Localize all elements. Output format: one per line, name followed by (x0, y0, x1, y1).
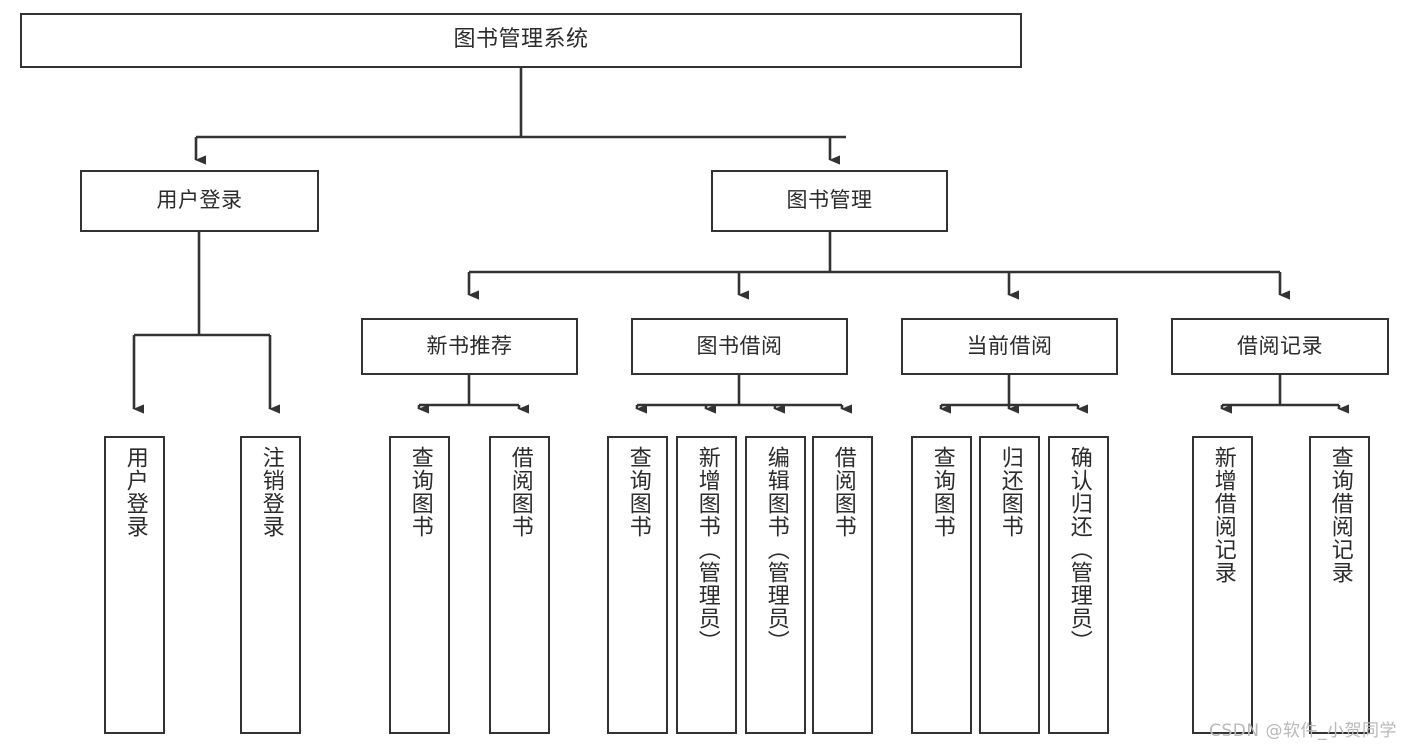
node-label: 查询借阅记录 (1327, 446, 1353, 584)
leaf-add-borrow-record[interactable]: 新增借阅记录 (1192, 436, 1253, 734)
leaf-confirm-return-admin[interactable]: 确认归还（管理员） (1048, 436, 1109, 734)
node-label: 借阅图书 (507, 446, 533, 538)
node-label: 图书管理系统 (453, 27, 589, 53)
node-current-borrow[interactable]: 当前借阅 (901, 318, 1118, 375)
node-label: 查询图书 (407, 446, 433, 538)
leaf-add-book-admin[interactable]: 新增图书（管理员） (676, 436, 737, 734)
node-borrow-record[interactable]: 借阅记录 (1171, 318, 1389, 375)
node-book-manage[interactable]: 图书管理 (711, 170, 948, 232)
node-label: 图书管理 (786, 188, 873, 213)
csdn-watermark: CSDN @软件_小贺同学 (1209, 721, 1397, 741)
node-new-book-recommend[interactable]: 新书推荐 (361, 318, 578, 375)
node-label: 注销登录 (258, 446, 284, 538)
node-label: 当前借阅 (966, 333, 1053, 358)
node-label: 新增借阅记录 (1210, 446, 1236, 584)
leaf-borrow-book[interactable]: 借阅图书 (812, 436, 873, 734)
leaf-logout[interactable]: 注销登录 (240, 436, 301, 734)
node-label: 查询图书 (929, 446, 955, 538)
node-label: 确认归还（管理员） (1066, 446, 1092, 653)
node-root-system[interactable]: 图书管理系统 (20, 13, 1022, 68)
leaf-user-login[interactable]: 用户登录 (104, 436, 165, 734)
leaf-edit-book-admin[interactable]: 编辑图书（管理员） (745, 436, 806, 734)
node-label: 借阅记录 (1237, 333, 1323, 358)
leaf-query-book-current[interactable]: 查询图书 (911, 436, 972, 734)
node-label: 编辑图书（管理员） (763, 446, 789, 653)
node-label: 用户登录 (122, 446, 148, 538)
leaf-query-borrow-record[interactable]: 查询借阅记录 (1309, 436, 1370, 734)
node-label: 新书推荐 (426, 333, 513, 358)
node-label: 查询图书 (625, 446, 651, 538)
node-user-login[interactable]: 用户登录 (80, 170, 319, 232)
leaf-query-book-recommend[interactable]: 查询图书 (389, 436, 450, 734)
node-label: 归还图书 (997, 446, 1023, 538)
leaf-return-book[interactable]: 归还图书 (979, 436, 1040, 734)
node-book-borrow[interactable]: 图书借阅 (631, 318, 848, 375)
node-label: 借阅图书 (830, 446, 856, 538)
leaf-borrow-book-recommend[interactable]: 借阅图书 (489, 436, 550, 734)
node-label: 用户登录 (156, 188, 243, 213)
node-label: 图书借阅 (696, 333, 783, 358)
leaf-query-book-borrow[interactable]: 查询图书 (607, 436, 668, 734)
node-label: 新增图书（管理员） (694, 446, 720, 653)
